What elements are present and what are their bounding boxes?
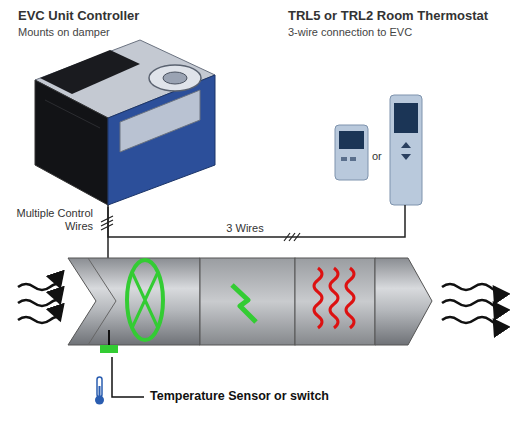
wire-label: Multiple Control Wires xyxy=(10,207,93,233)
control-wires xyxy=(101,205,300,258)
thermostat-illustration xyxy=(335,95,422,205)
node-heading: TRL5 or TRL2 Room Thermostat xyxy=(288,8,520,23)
airflow-arrows xyxy=(18,284,495,323)
controller-illustration xyxy=(35,40,215,205)
controller-node: EVC Unit ControllerMounts on damper xyxy=(18,8,220,207)
sensor-illustration xyxy=(95,330,144,405)
node-heading: EVC Unit Controller xyxy=(18,8,220,23)
edge-label: 3 Wires xyxy=(224,222,265,234)
thermostat-node: TRL5 or TRL2 Room Thermostat 3-wire conne… xyxy=(288,8,520,205)
sensor-label: Temperature Sensor or switch xyxy=(150,389,329,403)
wire-connector xyxy=(108,205,405,237)
or-label: or xyxy=(372,150,382,162)
node-subtitle: 3-wire connection to EVC xyxy=(288,26,520,38)
node-subtitle: Mounts on damper xyxy=(18,26,220,38)
duct xyxy=(68,258,432,345)
